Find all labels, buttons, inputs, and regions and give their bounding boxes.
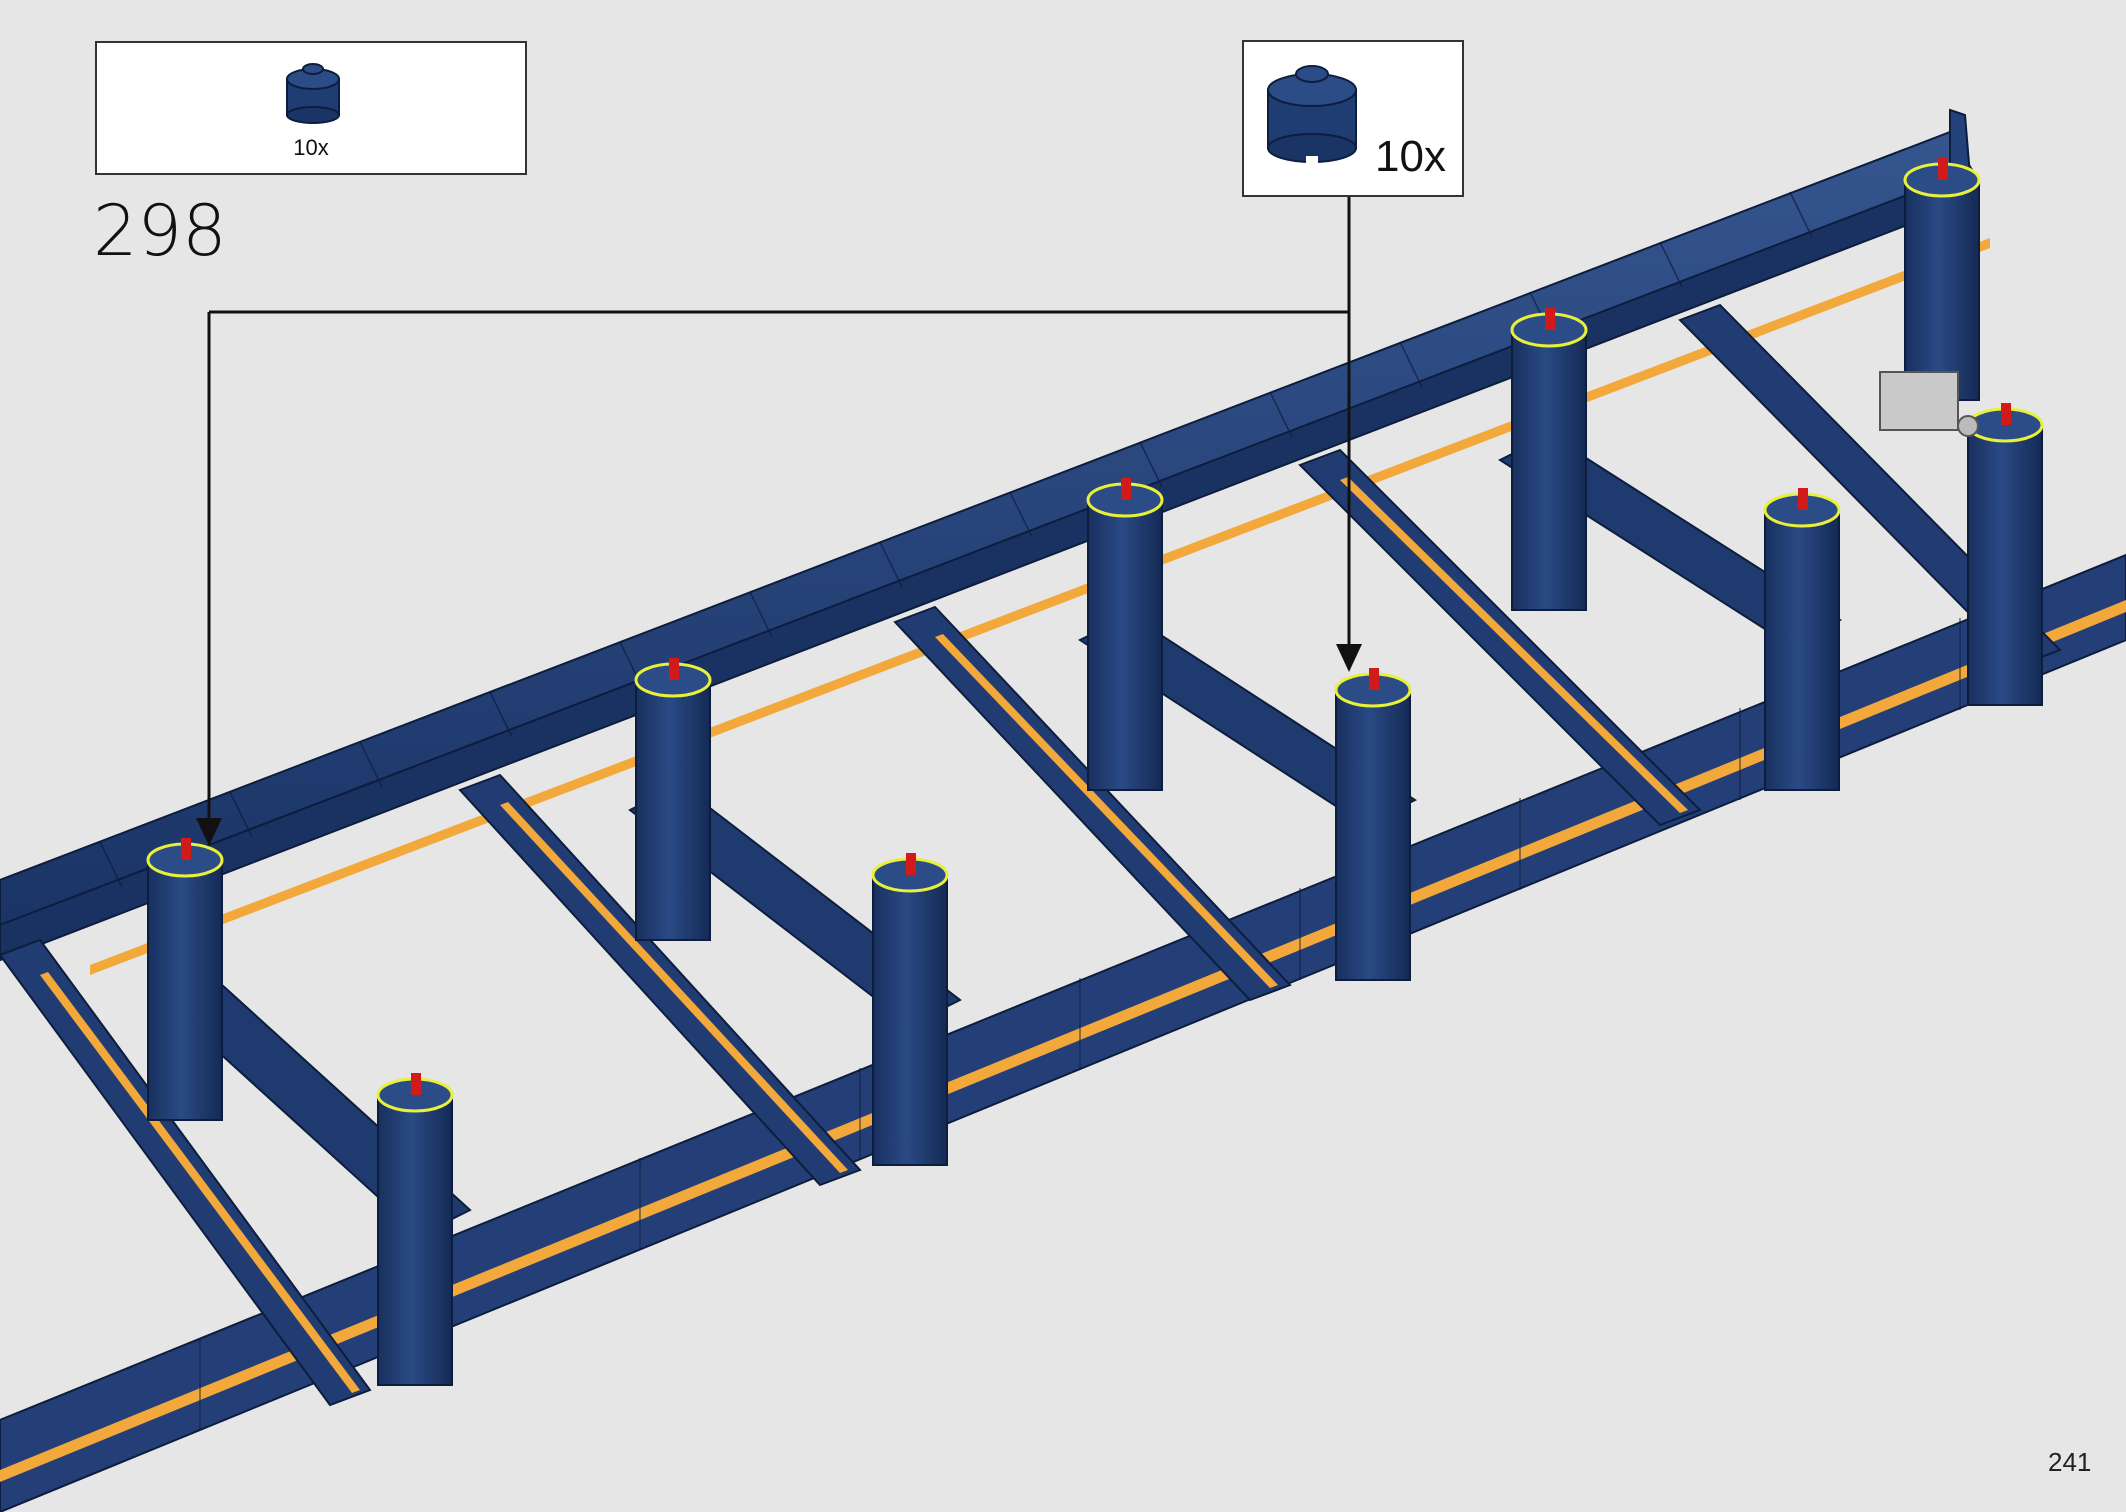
column xyxy=(871,853,949,1166)
column xyxy=(1086,478,1164,791)
column xyxy=(1510,308,1588,611)
column xyxy=(1903,158,1981,401)
cross-beams xyxy=(0,303,2062,1407)
motor-block xyxy=(1879,371,1979,437)
orange-stripe-back xyxy=(90,238,1990,975)
callout-pointers xyxy=(207,197,1351,822)
page-number: 241 xyxy=(2048,1447,2092,1477)
column xyxy=(1966,403,2044,706)
arrow-down-icon xyxy=(196,818,222,846)
orange-stripes-rungs xyxy=(40,477,1688,1393)
column xyxy=(146,838,224,1121)
parts-quantity: 10x xyxy=(293,135,329,160)
callout-quantity: 10x xyxy=(1375,132,1446,181)
column xyxy=(376,1073,454,1386)
callout-box: 10x xyxy=(1242,40,1464,197)
front-rail xyxy=(0,553,2126,1512)
columns xyxy=(146,158,2044,1386)
column xyxy=(634,658,712,941)
parts-list: 10x xyxy=(95,41,527,175)
round-brick-icon xyxy=(286,63,340,124)
step-number: 298 xyxy=(93,190,227,272)
arrow-down-icon xyxy=(1336,644,1362,672)
column xyxy=(1763,488,1841,791)
column xyxy=(1334,668,1412,981)
round-brick-icon xyxy=(1267,65,1357,166)
